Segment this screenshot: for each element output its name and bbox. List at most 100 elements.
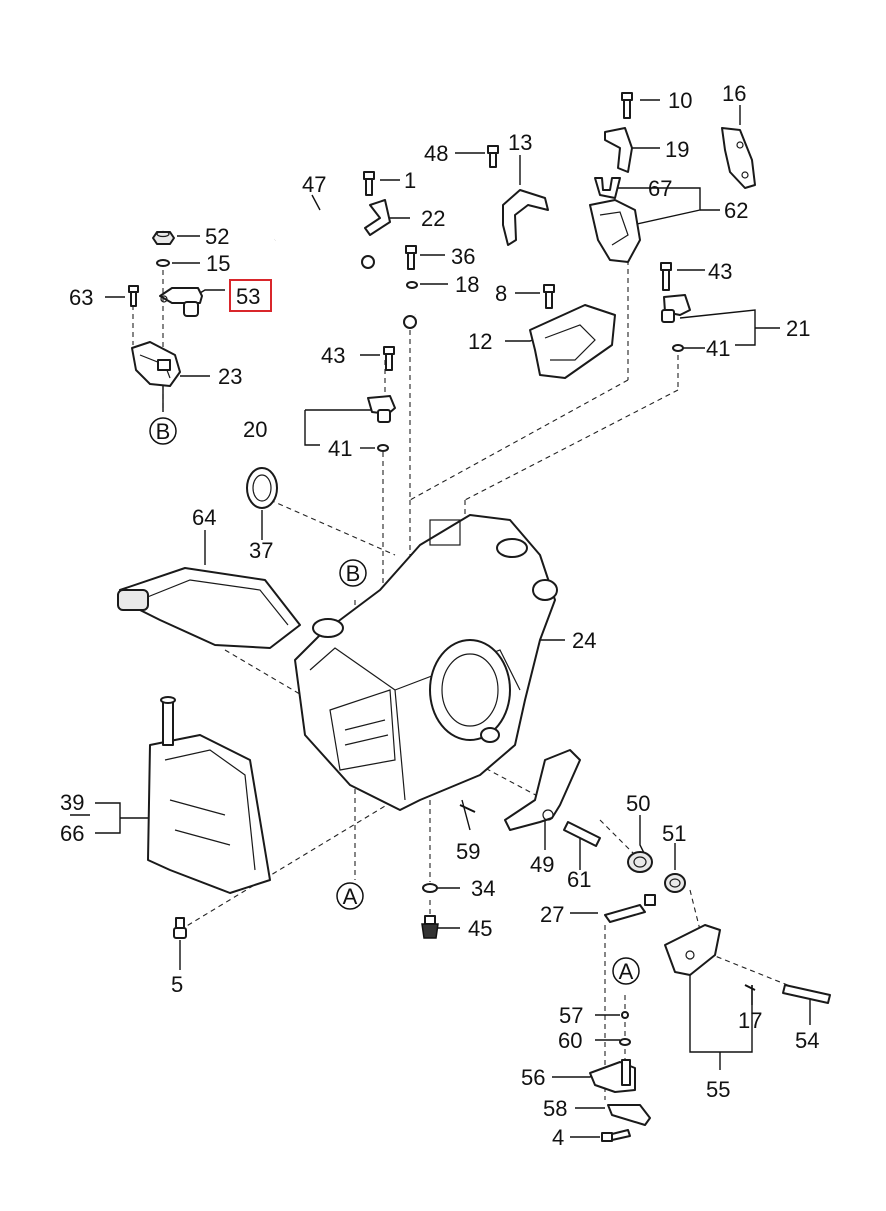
ref-b-top-label: B xyxy=(156,419,171,444)
bracket-22 xyxy=(364,199,391,236)
ref-b-top: B xyxy=(149,417,177,445)
pin-57 xyxy=(621,1011,629,1019)
label-64: 64 xyxy=(192,505,216,530)
o-ring-34 xyxy=(422,883,438,893)
bolt-10 xyxy=(621,92,633,119)
bracket-13 xyxy=(502,189,549,246)
washer-18 xyxy=(406,281,418,289)
label-1: 1 xyxy=(404,168,416,193)
bracket-23 xyxy=(131,341,181,387)
label-34: 34 xyxy=(471,876,495,901)
label-5: 5 xyxy=(171,972,183,997)
oil-pan-39 xyxy=(147,696,271,894)
ref-b-case: B xyxy=(339,559,367,587)
label-66: 66 xyxy=(60,821,84,846)
label-45: 45 xyxy=(468,916,492,941)
o-ring-41-left xyxy=(377,444,389,452)
label-47: 47 xyxy=(302,172,326,197)
seal-37 xyxy=(246,467,278,509)
label-50: 50 xyxy=(626,791,650,816)
label-60: 60 xyxy=(558,1028,582,1053)
pipe-47 xyxy=(274,230,417,329)
label-8: 8 xyxy=(495,281,507,306)
label-58: 58 xyxy=(543,1096,567,1121)
clip-58 xyxy=(607,1104,651,1126)
part-labels: 1 4 5 8 10 12 13 15 16 17 18 19 20 21 22… xyxy=(60,81,819,1150)
rod-27 xyxy=(604,894,656,923)
label-27: 27 xyxy=(540,902,564,927)
label-17: 17 xyxy=(738,1008,762,1033)
label-19: 19 xyxy=(665,137,689,162)
bolt-36 xyxy=(405,245,417,270)
bolt-43-left xyxy=(383,346,395,371)
label-59: 59 xyxy=(456,839,480,864)
leader-lines xyxy=(70,99,811,1138)
label-55: 55 xyxy=(706,1077,730,1102)
bracket-16 xyxy=(721,127,756,189)
label-13: 13 xyxy=(508,130,532,155)
label-12: 12 xyxy=(468,329,492,354)
label-48: 48 xyxy=(424,141,448,166)
label-61: 61 xyxy=(567,867,591,892)
washer-15 xyxy=(156,259,170,267)
bolt-5 xyxy=(173,917,187,939)
bracket-12 xyxy=(529,304,616,379)
drain-plug-45 xyxy=(421,915,439,939)
label-21: 21 xyxy=(786,316,810,341)
bracket-19 xyxy=(604,127,633,173)
label-23: 23 xyxy=(218,364,242,389)
ref-a-right: A xyxy=(612,957,640,985)
filter-64 xyxy=(117,567,301,649)
clip-67 xyxy=(594,177,621,199)
label-36: 36 xyxy=(451,244,475,269)
bolt-43-right xyxy=(660,262,672,291)
label-4: 4 xyxy=(552,1125,564,1150)
label-53: 53 xyxy=(236,284,260,309)
shaft-61 xyxy=(563,821,601,847)
lever-49 xyxy=(504,749,581,831)
pin-59 xyxy=(459,804,476,813)
label-51: 51 xyxy=(662,821,686,846)
label-37: 37 xyxy=(249,538,273,563)
bracket-62 xyxy=(589,199,641,263)
bolt-48 xyxy=(487,145,499,168)
o-ring-41-right xyxy=(672,344,684,352)
detent-bracket-55 xyxy=(664,924,721,976)
ref-a-bottom-label: A xyxy=(343,884,358,909)
label-15: 15 xyxy=(206,251,230,276)
label-22: 22 xyxy=(421,206,445,231)
label-57: 57 xyxy=(559,1003,583,1028)
bushing-51 xyxy=(664,873,686,893)
bolt-8 xyxy=(543,284,555,309)
ref-a-bottom: A xyxy=(336,882,364,910)
ref-a-right-label: A xyxy=(619,959,634,984)
label-41-left: 41 xyxy=(328,436,352,461)
washer-60 xyxy=(619,1038,631,1046)
label-16: 16 xyxy=(722,81,746,106)
shaft-54 xyxy=(782,984,831,1004)
bolt-4 xyxy=(601,1129,631,1142)
label-20: 20 xyxy=(243,417,267,442)
bolt-63 xyxy=(128,285,139,307)
seal-50 xyxy=(627,851,653,873)
label-18: 18 xyxy=(455,272,479,297)
label-24: 24 xyxy=(572,628,596,653)
bolt-1 xyxy=(363,171,375,196)
label-49: 49 xyxy=(530,852,554,877)
label-41-right: 41 xyxy=(706,336,730,361)
label-54: 54 xyxy=(795,1028,819,1053)
label-52: 52 xyxy=(205,224,229,249)
ref-b-case-label: B xyxy=(346,561,361,586)
label-67: 67 xyxy=(648,176,672,201)
label-63: 63 xyxy=(69,285,93,310)
label-10: 10 xyxy=(668,88,692,113)
highlight-box-53 xyxy=(229,279,272,312)
label-43-right: 43 xyxy=(708,259,732,284)
label-62: 62 xyxy=(724,198,748,223)
nut-52 xyxy=(152,230,175,245)
sensor-20 xyxy=(367,395,396,423)
speed-sensor-53 xyxy=(159,287,203,317)
sensor-21 xyxy=(661,294,691,323)
label-43-left: 43 xyxy=(321,343,345,368)
